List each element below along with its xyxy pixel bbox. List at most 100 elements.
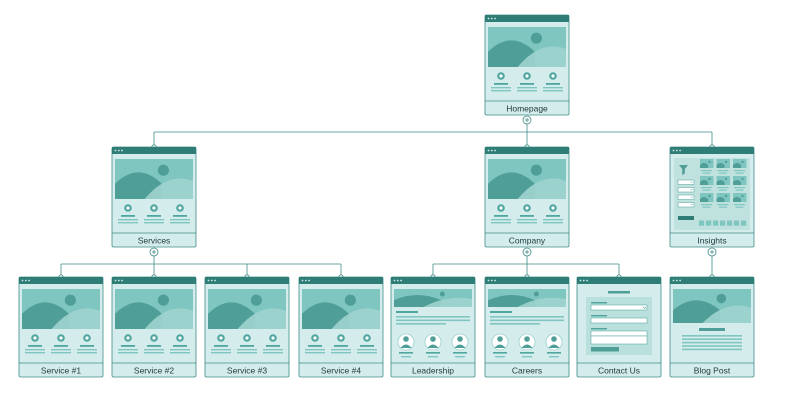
person-name <box>453 352 467 354</box>
sun-icon <box>157 294 169 306</box>
window-dot-icon <box>301 279 304 282</box>
sun-icon <box>250 294 262 306</box>
feature-title <box>214 345 228 347</box>
window-dot-icon <box>487 17 490 20</box>
feature-icon-center <box>365 336 369 340</box>
chevron-down-icon <box>690 196 694 199</box>
hill-shape <box>716 180 725 185</box>
window-dot-icon <box>490 17 493 20</box>
text-line <box>734 204 745 206</box>
page-label: Company <box>509 236 546 246</box>
feature-title <box>147 215 161 217</box>
text-line <box>517 219 537 221</box>
field-label <box>591 315 607 317</box>
browser-titlebar <box>19 277 103 284</box>
text-line <box>77 349 97 351</box>
avatar-frame <box>424 333 442 351</box>
hill-shape <box>517 297 566 307</box>
feature-title <box>520 215 534 217</box>
person-name <box>547 352 561 354</box>
text-line <box>701 187 712 189</box>
expand-button-homepage[interactable] <box>522 115 532 125</box>
form-field <box>590 330 648 337</box>
expand-button-company[interactable] <box>522 247 532 257</box>
text-line <box>491 219 511 221</box>
browser-titlebar <box>205 277 289 284</box>
feature-title <box>80 345 94 347</box>
page-node-company: Company <box>484 146 570 248</box>
feature-icon-center <box>525 74 529 78</box>
window-dot-icon <box>114 279 117 282</box>
filter-dropdown <box>677 202 695 208</box>
form-field <box>590 304 648 311</box>
thumbnail <box>700 193 714 202</box>
person-body-icon <box>427 344 439 348</box>
page-label: Blog Post <box>694 366 731 376</box>
hill-shape <box>331 308 380 329</box>
feature-icon-center <box>33 336 37 340</box>
post-title <box>699 328 725 331</box>
text-line <box>702 206 711 208</box>
page-node-service3: Service #3 <box>204 276 290 378</box>
text-line <box>118 222 138 224</box>
expand-button-insights[interactable] <box>707 247 717 257</box>
hill-shape <box>208 302 255 329</box>
feature-icon-center <box>271 336 275 340</box>
text-line <box>735 206 744 208</box>
feature-title <box>266 345 280 347</box>
person-head-icon <box>497 336 503 342</box>
sun-icon <box>157 164 169 176</box>
hill-shape <box>517 178 566 199</box>
text-line <box>717 204 729 206</box>
field-label <box>591 302 607 304</box>
text-line <box>702 172 711 174</box>
text-line <box>517 90 537 92</box>
text-line <box>701 170 712 172</box>
hill-shape <box>700 180 708 185</box>
browser-titlebar <box>670 277 754 284</box>
person-body-icon <box>454 344 466 348</box>
expand-button-services[interactable] <box>149 247 159 257</box>
field-label <box>591 328 607 330</box>
browser-titlebar <box>391 277 475 284</box>
feature-title <box>520 83 534 85</box>
thumbnail <box>700 176 714 185</box>
person-role <box>428 356 438 358</box>
avatar-frame <box>451 333 469 351</box>
sun-icon <box>741 160 744 164</box>
person-body-icon <box>400 344 412 348</box>
page-label: Careers <box>512 366 542 376</box>
page-label: Service #3 <box>227 366 267 376</box>
feature-title <box>54 345 68 347</box>
window-dot-icon <box>114 149 117 152</box>
page-label: Leadership <box>412 366 454 376</box>
hill-shape <box>394 295 441 307</box>
feature-title <box>147 345 161 347</box>
avatar-frame <box>397 333 415 351</box>
hill-shape <box>237 308 286 329</box>
page-label: Insights <box>697 236 726 246</box>
window-dot-icon <box>117 279 120 282</box>
feature-icon-center <box>339 336 343 340</box>
window-dot-icon <box>304 279 307 282</box>
window-dot-icon <box>24 279 27 282</box>
sun-icon <box>530 164 542 176</box>
window-dot-icon <box>490 149 493 152</box>
window-dot-icon <box>487 149 490 152</box>
sun-icon <box>724 160 728 164</box>
browser-titlebar <box>299 277 383 284</box>
window-dot-icon <box>672 149 675 152</box>
feature-icon-center <box>499 74 503 78</box>
sun-icon <box>530 32 542 44</box>
page-node-insights: Insights <box>669 146 755 248</box>
text-line <box>701 204 712 206</box>
text-line <box>682 335 742 337</box>
page-label: Service #2 <box>134 366 174 376</box>
hill-shape <box>302 302 349 329</box>
chevron-down-icon <box>690 181 694 184</box>
hill-shape <box>423 297 472 307</box>
feature-icon-center <box>59 336 63 340</box>
sun-icon <box>716 293 727 304</box>
hill-shape <box>115 302 162 329</box>
pagination-dot <box>720 220 726 226</box>
